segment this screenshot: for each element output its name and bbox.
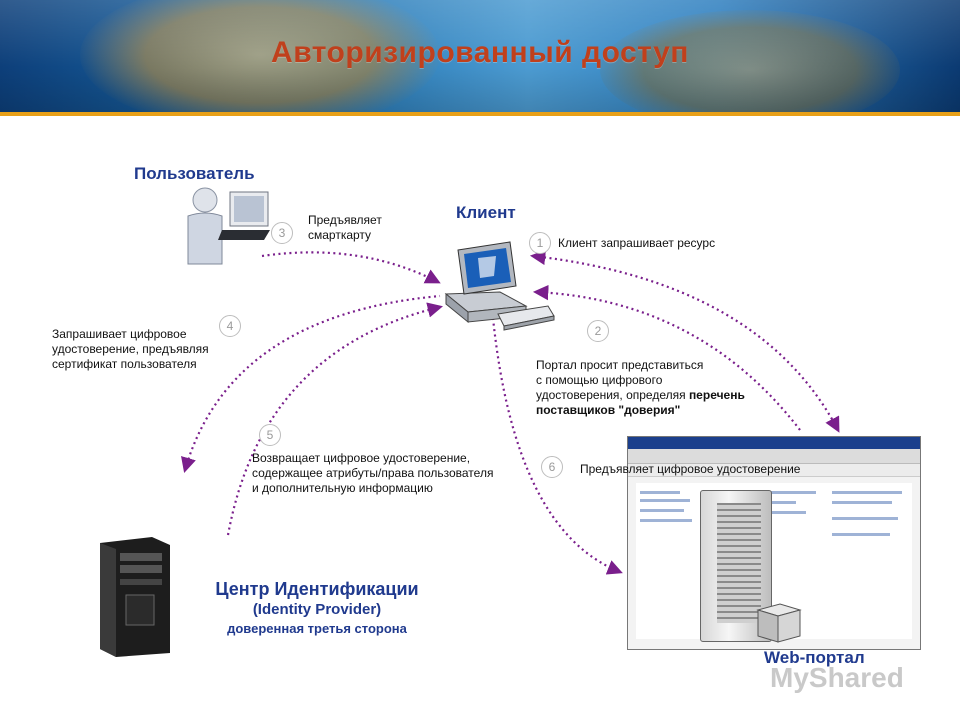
step-5-text-line: и дополнительную информацию (252, 481, 433, 495)
page-text-line (640, 519, 692, 522)
client-computer-icon (444, 241, 555, 331)
step-5-text: Возвращает цифровое удостоверение, содер… (252, 451, 493, 496)
step-2-text-emphasis: поставщиков "доверия" (536, 403, 681, 417)
page-text-line (640, 491, 680, 494)
step-number-4: 4 (219, 315, 241, 337)
arrow-step-5 (226, 302, 443, 536)
arrow-step-6 (491, 317, 623, 575)
step-4-text-line: сертификат пользователя (52, 357, 197, 371)
step-3-text-line: Предъявляет (308, 213, 382, 227)
step-2-text-line: с помощью цифрового (536, 373, 663, 387)
step-2-text-line: Портал просит представиться (536, 358, 704, 372)
step-5-text-line: содержащее атрибуты/права пользователя (252, 466, 494, 480)
rack-vent-grille (717, 503, 761, 623)
idp-subtitle: (Identity Provider) (252, 601, 382, 618)
watermark-logo: MyShared (770, 662, 904, 693)
browser-toolbar (628, 449, 920, 464)
step-number-3: 3 (271, 222, 293, 244)
idp-caption: доверенная третья сторона (227, 621, 407, 636)
page-text-line (832, 491, 902, 494)
step-number-6: 6 (541, 456, 563, 478)
step-number-2: 2 (587, 320, 609, 342)
step-4-text-line: удостоверение, предъявляя (52, 342, 209, 356)
browser-address-bar (628, 464, 920, 477)
identity-provider-server-icon (100, 537, 170, 657)
page-text-line (640, 499, 690, 502)
actor-label-identity-provider: Центр Идентификации (Identity Provider) … (192, 578, 442, 638)
step-4-text-line: Запрашивает цифровое (52, 327, 187, 341)
page-text-line (832, 517, 898, 520)
step-6-text: Предъявляет цифровое удостоверение (580, 462, 801, 476)
page-text-line (832, 533, 890, 536)
step-3-text: Предъявляет смарткарту (308, 213, 382, 243)
banner-gloss (0, 0, 960, 112)
actor-label-user: Пользователь (134, 164, 255, 183)
step-2-text: Портал просит представиться с помощью ци… (536, 358, 776, 418)
step-1-text: Клиент запрашивает ресурс (558, 236, 716, 250)
step-number-1: 1 (529, 232, 551, 254)
step-2-text-emphasis: перечень (688, 388, 745, 402)
step-4-text: Запрашивает цифровое удостоверение, пред… (52, 327, 209, 372)
banner-accent-line (0, 112, 960, 116)
server-disks-icon (756, 603, 802, 643)
step-5-text-line: Возвращает цифровое удостоверение, (252, 451, 471, 465)
user-at-laptop-icon (187, 187, 270, 265)
actor-label-client: Клиент (456, 203, 516, 222)
arrow-step-3 (261, 251, 441, 284)
page-text-line (640, 509, 684, 512)
arrow-step-1 (529, 249, 840, 433)
step-2-text-line: удостоверения, определяя (536, 388, 689, 402)
world-map-land (600, 10, 900, 112)
actor-label-portal: Web-портал (764, 648, 865, 667)
slide-title: Авторизированный доступ (271, 36, 689, 69)
step-number-5: 5 (259, 424, 281, 446)
page-text-line (832, 501, 892, 504)
browser-title-bar (628, 437, 920, 449)
header-banner (0, 0, 960, 112)
step-3-text-line: смарткарту (308, 228, 372, 242)
idp-title: Центр Идентификации (215, 579, 419, 599)
world-map-land (80, 0, 440, 112)
